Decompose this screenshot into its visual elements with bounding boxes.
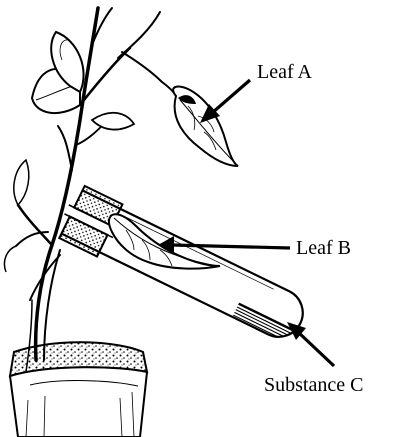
substance-c-arrow	[298, 332, 334, 366]
label-substance-c: Substance C	[264, 374, 363, 396]
label-leaf-b: Leaf B	[296, 237, 351, 259]
leaf-b-arrow	[172, 245, 290, 248]
plant-stem	[16, 8, 176, 372]
flower-pot	[10, 342, 147, 437]
label-leaf-a: Leaf A	[257, 61, 313, 83]
leaf-a-arrow	[212, 80, 250, 113]
